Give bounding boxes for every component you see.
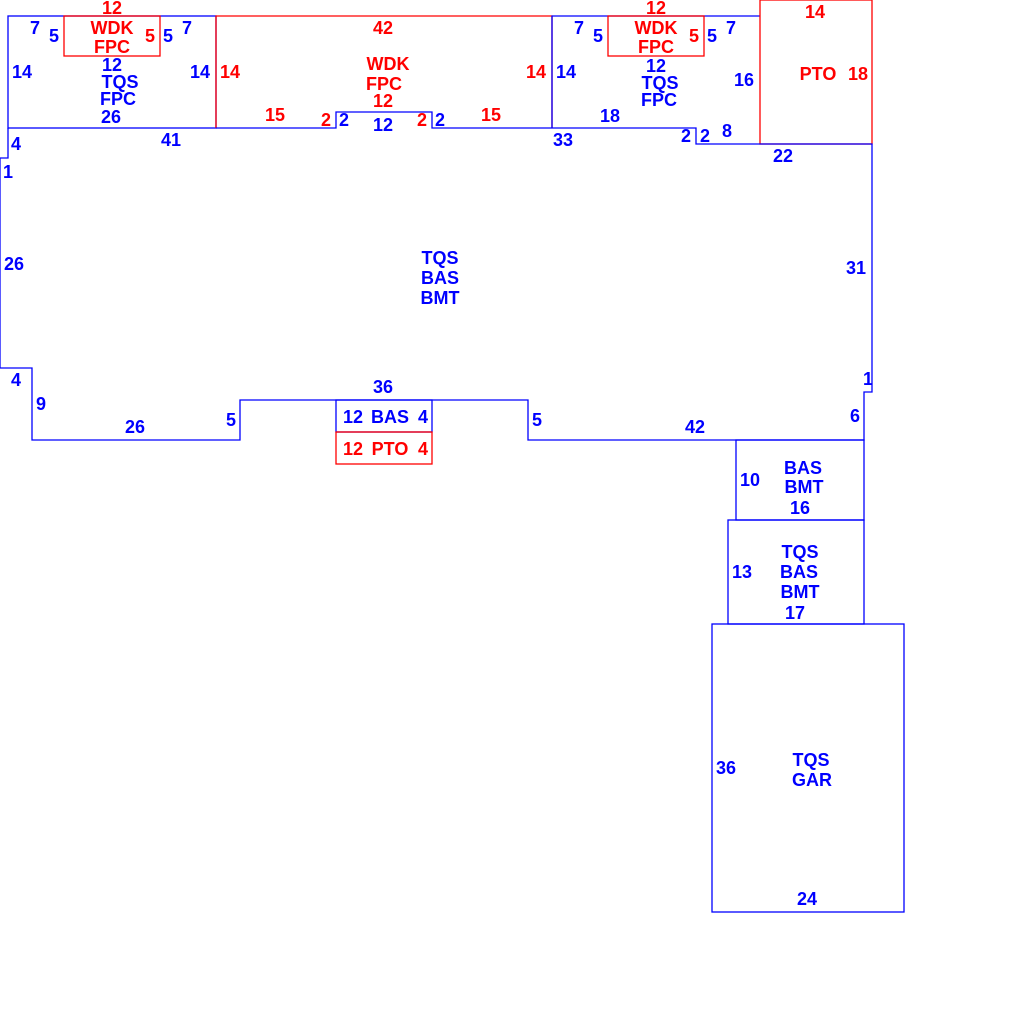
area-code: PTO xyxy=(372,439,409,459)
dim-label: 14 xyxy=(556,62,576,82)
dim-label: 16 xyxy=(734,70,754,90)
dim-label: 12 xyxy=(343,439,363,459)
dim-label: 14 xyxy=(190,62,210,82)
dim-label: 36 xyxy=(716,758,736,778)
area-code: FPC xyxy=(638,37,674,57)
area-code: WDK xyxy=(367,54,410,74)
dim-label: 22 xyxy=(773,146,793,166)
dim-label: 8 xyxy=(722,121,732,141)
dim-label: 26 xyxy=(125,417,145,437)
dim-label: 5 xyxy=(689,26,699,46)
dim-label: 13 xyxy=(732,562,752,582)
area-code: TQS xyxy=(101,72,138,92)
dim-label: 12 xyxy=(646,56,666,76)
dim-label: 4 xyxy=(418,407,428,427)
garage-outline xyxy=(711,623,905,913)
dim-label: 33 xyxy=(553,130,573,150)
dim-label: 7 xyxy=(726,18,736,38)
area-code: BMT xyxy=(781,582,820,602)
dim-label: 12 xyxy=(373,115,393,135)
dim-label: 1 xyxy=(863,369,873,389)
dim-label: 2 xyxy=(339,110,349,130)
dim-label: 10 xyxy=(740,470,760,490)
dim-label: 9 xyxy=(36,394,46,414)
dim-label: 12 xyxy=(373,91,393,111)
area-code: BAS xyxy=(780,562,818,582)
dim-label: 4 xyxy=(11,370,21,390)
area-code: PTO xyxy=(800,64,837,84)
area-code: BAS xyxy=(784,458,822,478)
wdk-left-outline xyxy=(63,15,161,57)
area-code: WDK xyxy=(91,18,134,38)
area-code: TQS xyxy=(641,73,678,93)
dim-label: 14 xyxy=(12,62,32,82)
dim-label: 7 xyxy=(574,18,584,38)
dim-label: 14 xyxy=(220,62,240,82)
dim-label: 42 xyxy=(685,417,705,437)
area-code: FPC xyxy=(100,89,136,109)
dim-label: 7 xyxy=(30,18,40,38)
dim-label: 5 xyxy=(226,410,236,430)
dim-label: 4 xyxy=(11,134,21,154)
dim-label: 2 xyxy=(435,110,445,130)
dim-label: 18 xyxy=(600,106,620,126)
dim-label: 6 xyxy=(850,406,860,426)
area-code: TQS xyxy=(781,542,818,562)
dim-label: 31 xyxy=(846,258,866,278)
dim-label: 2 xyxy=(417,110,427,130)
area-code: FPC xyxy=(366,74,402,94)
main-outline xyxy=(0,127,873,441)
area-code: FPC xyxy=(94,37,130,57)
dim-label: 12 xyxy=(343,407,363,427)
dim-label: 5 xyxy=(532,410,542,430)
dim-label: 1 xyxy=(3,162,13,182)
dim-label: 5 xyxy=(593,26,603,46)
wdk-right-outline xyxy=(607,15,705,57)
wdk-center-bottom-edge xyxy=(216,111,552,129)
area-code: BMT xyxy=(785,477,824,497)
area-code: TQS xyxy=(792,750,829,770)
dim-label: 42 xyxy=(373,18,393,38)
dim-label: 5 xyxy=(145,26,155,46)
dim-label: 26 xyxy=(4,254,24,274)
dim-label: 12 xyxy=(102,0,122,18)
dim-label: 2 xyxy=(681,126,691,146)
dim-label: 14 xyxy=(805,2,825,22)
dim-label: 5 xyxy=(163,26,173,46)
dim-label: 5 xyxy=(49,26,59,46)
dim-label: 4 xyxy=(418,439,428,459)
dim-label: 2 xyxy=(700,126,710,146)
dim-label: 26 xyxy=(101,107,121,127)
area-code: BAS xyxy=(421,268,459,288)
dim-label: 14 xyxy=(526,62,546,82)
area-code: WDK xyxy=(635,18,678,38)
dim-label: 2 xyxy=(321,110,331,130)
dim-label: 15 xyxy=(265,105,285,125)
dim-label: 12 xyxy=(646,0,666,18)
dim-label: 15 xyxy=(481,105,501,125)
dim-label: 7 xyxy=(182,18,192,38)
area-code: BAS xyxy=(371,407,409,427)
area-code: FPC xyxy=(641,90,677,110)
dim-label: 41 xyxy=(161,130,181,150)
area-code: GAR xyxy=(792,770,832,790)
dim-label: 5 xyxy=(707,26,717,46)
dim-label: 36 xyxy=(373,377,393,397)
dim-label: 17 xyxy=(785,603,805,623)
area-code: TQS xyxy=(421,248,458,268)
dim-label: 12 xyxy=(102,55,122,75)
dim-label: 24 xyxy=(797,889,817,909)
dim-label: 18 xyxy=(848,64,868,84)
pto-bay-outline xyxy=(335,431,433,465)
area-code: BMT xyxy=(421,288,460,308)
dim-label: 16 xyxy=(790,498,810,518)
